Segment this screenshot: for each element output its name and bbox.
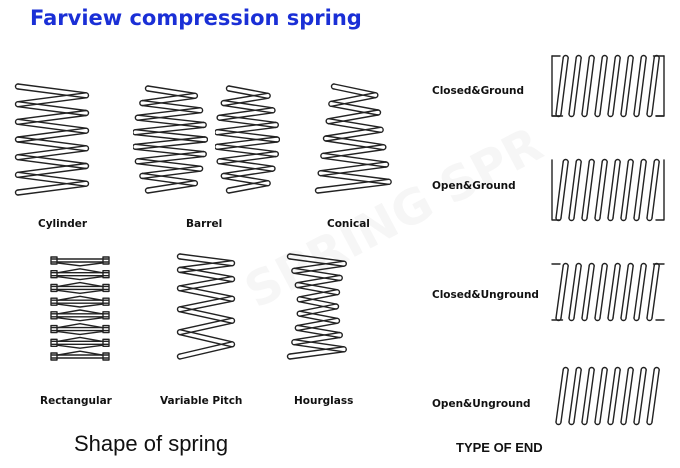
hourglass-spring-illustration xyxy=(286,250,350,366)
open-unground-spring-illustration xyxy=(550,366,666,428)
shape-label-rectangular: Rectangular xyxy=(40,395,112,407)
closed-unground-spring-illustration xyxy=(550,262,666,324)
end-label-closed-unground: Closed&Unground xyxy=(432,289,539,301)
conical-spring-illustration xyxy=(314,80,394,200)
variable-pitch-spring-illustration xyxy=(172,250,240,366)
page-title: Farview compression spring xyxy=(30,6,362,30)
shape-label-barrel: Barrel xyxy=(186,218,223,230)
barrel-spring-illustration xyxy=(133,82,208,198)
end-section-label: TYPE OF END xyxy=(456,440,543,455)
shape-label-variable-pitch: Variable Pitch xyxy=(160,395,243,407)
closed-ground-spring-illustration xyxy=(550,54,666,120)
shape-label-cylinder: Cylinder xyxy=(38,218,88,230)
shape-label-hourglass: Hourglass xyxy=(294,395,354,407)
cylinder-spring-illustration xyxy=(12,80,92,202)
shape-section-label: Shape of spring xyxy=(74,431,229,456)
shape-label-conical: Conical xyxy=(327,218,370,230)
rectangular-spring-illustration xyxy=(48,255,114,365)
barrel-spring-illustration-alt xyxy=(215,82,280,198)
open-ground-spring-illustration xyxy=(550,158,666,224)
end-label-open-ground: Open&Ground xyxy=(432,180,516,192)
end-label-open-unground: Open&Unground xyxy=(432,398,531,410)
end-label-closed-ground: Closed&Ground xyxy=(432,85,525,97)
